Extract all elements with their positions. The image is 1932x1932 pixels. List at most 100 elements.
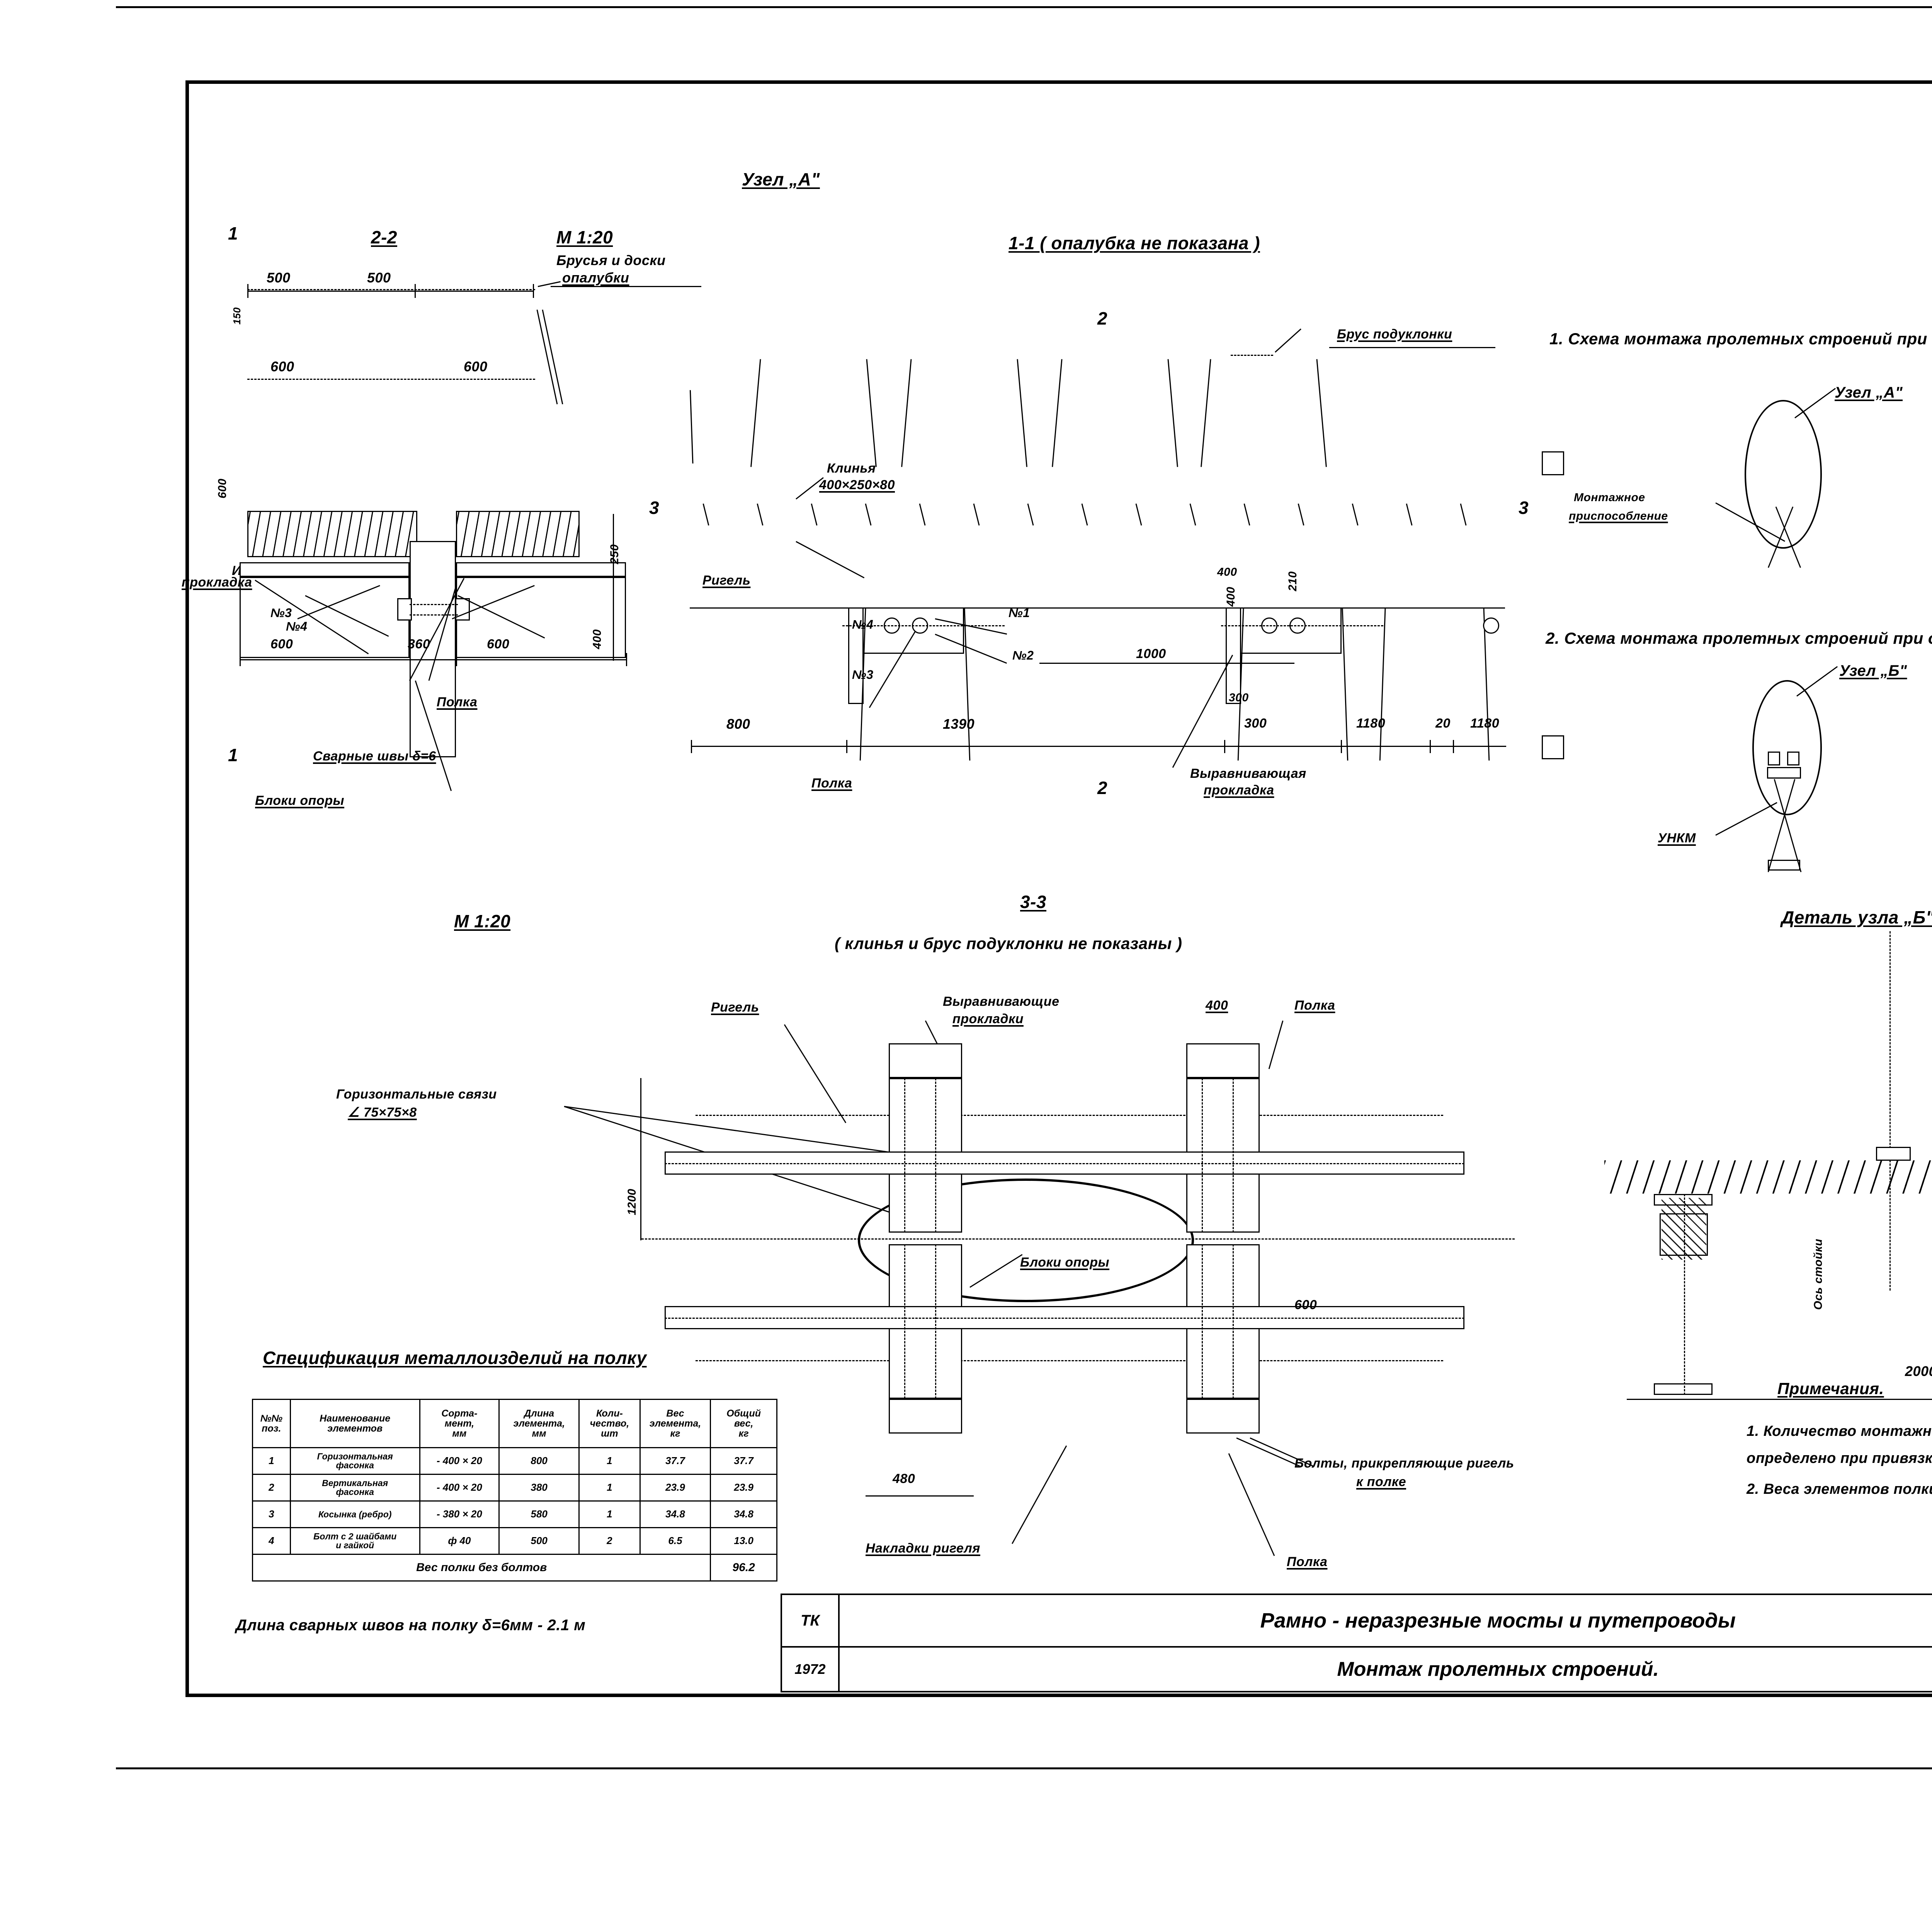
sec11-dim-400v: 400 [1225, 587, 1237, 607]
notes-title: Примечания. [1777, 1379, 1884, 1398]
sec11-dim-20: 20 [1435, 716, 1451, 731]
spec-table-footer-row: Вес полки без болтов 96.2 [252, 1554, 777, 1582]
tickmark [1341, 740, 1342, 753]
paper-edge-bottom [116, 1767, 1932, 1769]
title-block-org: ТК [781, 1594, 840, 1648]
label-vyravn-plan2: прокладки [952, 1012, 1024, 1026]
tickmark [415, 284, 416, 298]
mark-n4b: №4 [852, 617, 874, 631]
spec-cell-name: Горизонтальная фасонка [289, 1447, 420, 1475]
note-item-2: определено при привязке сооружения. [1747, 1450, 1932, 1466]
section-mark-1-top-line [0, 0, 2, 41]
spec-cell-name: Болт с 2 шайбами и гайкой [289, 1527, 420, 1555]
spec-cell-weight: 23.9 [639, 1474, 711, 1502]
table-row: 2 Вертикальная фасонка - 400 × 20 380 1 … [252, 1474, 777, 1502]
label-polka-sec11: Полка [811, 776, 852, 791]
sec22-dim-500-a: 500 [267, 270, 291, 286]
sec22-girder-centre [0, 259, 2, 421]
sec22-bolt-head-left [397, 598, 412, 621]
sec22-dim-600-d: 600 [487, 637, 510, 651]
callout-uzel-b: Узел „Б" [1839, 662, 1907, 679]
spec-cell-sort: - 400 × 20 [419, 1447, 500, 1475]
spec-cell-name: Косынка (ребро) [289, 1500, 420, 1528]
bolt-5 [1483, 617, 1499, 634]
sec11-column-2a [0, 1700, 2, 1850]
label-rigel-sec11: Ригель [702, 573, 751, 588]
sec22-girder-centre2 [0, 421, 2, 583]
spec-th-total: Общий вес, кг [710, 1399, 777, 1448]
spec-cell-qty: 1 [578, 1474, 641, 1502]
table-row: 4 Болт с 2 шайбами и гайкой ф 40 500 2 6… [252, 1527, 777, 1555]
sec33-dim-600: 600 [1294, 1298, 1317, 1312]
spec-footer-value: 96.2 [710, 1554, 777, 1582]
sec11-polka-web-1 [848, 607, 864, 704]
sec11-dim-1180a: 1180 [1356, 716, 1386, 731]
spec-th-qty: Коли- чество, шт [578, 1399, 641, 1448]
label-polka-plan2: Полка [1287, 1554, 1328, 1569]
sec22-dim-250: 250 [608, 544, 621, 564]
title-block-title-2: Монтаж пролетных строений. [838, 1646, 1932, 1692]
tickmark [240, 653, 241, 666]
sec11-rigel-left [0, 1467, 2, 1549]
sec11-column-1a [0, 1549, 2, 1700]
sec33-dim-480-line [866, 1495, 974, 1497]
label-montazhnoe-1: Монтажное [1574, 491, 1645, 504]
sec22-right-slab-edge [0, 1036, 2, 1252]
spec-cell-len: 800 [498, 1447, 580, 1475]
bolt-axis2 [1221, 625, 1383, 626]
spec-cell-no: 2 [252, 1474, 291, 1502]
spec-cell-no: 4 [252, 1527, 291, 1555]
title-block-row-1: ТК Рамно - неразрезные мосты и путепрово… [781, 1594, 1932, 1648]
sec22-polka-left-plate [240, 562, 410, 577]
section-mark-1-bottom: 1 [228, 745, 238, 765]
label-vyravn-1: Выравнивающая [1190, 766, 1306, 781]
label-svarnye-shvy: Сварные швы δ=6 [313, 749, 436, 764]
spec-footer-label: Вес полки без болтов [252, 1554, 711, 1582]
sec22-right-slab-base [0, 1252, 48, 1254]
table-row: 3 Косынка (ребро) - 380 × 20 580 1 34.8 … [252, 1500, 777, 1528]
title-block-title-1: Рамно - неразрезные мосты и путепроводы [838, 1594, 1932, 1648]
tickmark [247, 284, 248, 298]
sec22-girder-edge [0, 43, 2, 259]
sec22-dim-500-b: 500 [367, 270, 391, 286]
section-mark-1-top-arrow [0, 41, 39, 43]
spec-cell-qty: 1 [578, 1500, 641, 1528]
label-bloki-opory-sec22: Блоки опоры [255, 793, 345, 808]
spec-cell-len: 580 [498, 1500, 580, 1528]
spec-table-header-row: №№ поз. Наименование элементов Сорта- ме… [252, 1399, 777, 1448]
tickmark [846, 740, 847, 753]
spec-cell-weight: 37.7 [639, 1447, 711, 1475]
title-block-year: 1972 [781, 1646, 840, 1692]
sec11-dim-210: 210 [1286, 571, 1299, 591]
detail-b-dim-2000: 2000 [1905, 1363, 1932, 1379]
sec11-dim-300: 300 [1244, 716, 1267, 731]
sec11-dim-base [691, 746, 1506, 747]
sec11-rigel-bottom2 [690, 607, 1505, 609]
sec22-dim-line-top [247, 291, 533, 292]
tickmark [1453, 740, 1454, 753]
label-polka-plan: Полка [1294, 998, 1335, 1013]
section-mark-line [0, 1296, 2, 1335]
tickmark [1430, 740, 1431, 753]
title-block: ТК Рамно - неразрезные мосты и путепрово… [781, 1594, 1932, 1692]
sec33-dim-400: 400 [1206, 998, 1228, 1013]
sec11-dim-1000-line [1039, 663, 1294, 664]
tickmark [691, 740, 692, 753]
spec-cell-sort: - 400 × 20 [419, 1474, 500, 1502]
sec22-dim-400: 400 [591, 629, 604, 649]
section-mark-2-top: 2 [1097, 308, 1108, 328]
spec-table: №№ поз. Наименование элементов Сорта- ме… [252, 1399, 777, 1582]
sec22-right-dimline [613, 514, 614, 661]
detail-b-title: Деталь узла „Б" [1781, 907, 1932, 927]
spec-cell-sort: ф 40 [419, 1527, 500, 1555]
sec22-title: 2-2 [371, 227, 397, 247]
label-nakladki-rigelya: Накладки ригеля [866, 1541, 980, 1556]
spec-cell-total: 37.7 [710, 1447, 777, 1475]
drawing-frame [185, 80, 1932, 1697]
sec22-scale: М 1:20 [556, 227, 613, 247]
sec11-deck-dash [1231, 355, 1273, 356]
section-mark-3-right: 3 [1519, 498, 1529, 518]
spec-cell-len: 500 [498, 1527, 580, 1555]
spec-cell-len: 380 [498, 1474, 580, 1502]
label-brus-poduklonki: Брус подуклонки [1337, 327, 1452, 342]
